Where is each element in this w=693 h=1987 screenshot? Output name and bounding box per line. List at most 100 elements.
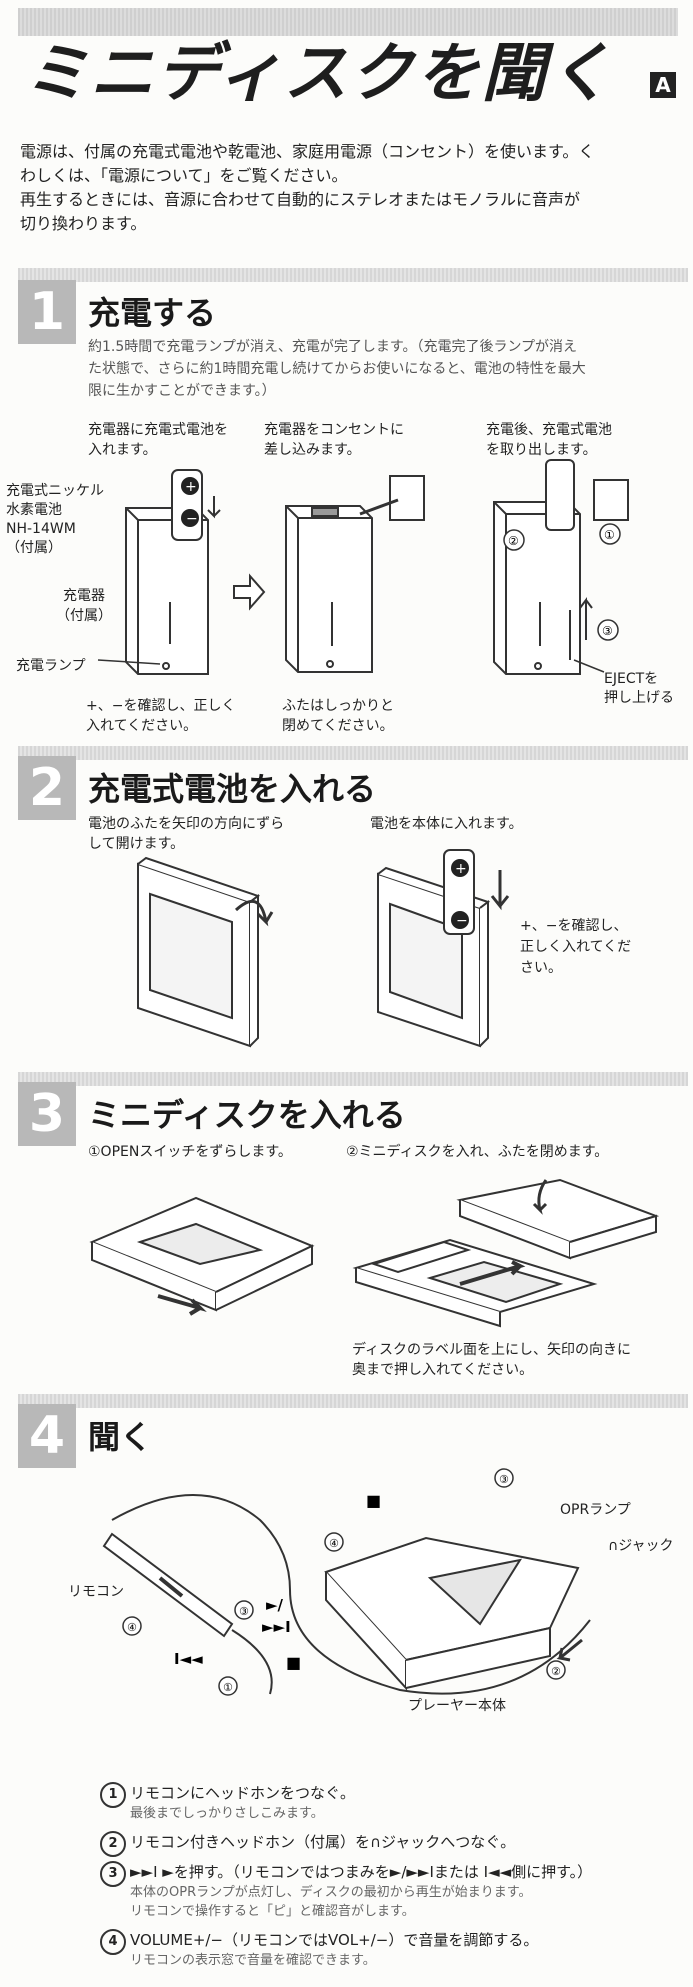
plug-arrow-icon xyxy=(359,498,399,516)
note-line: 入れてください。 xyxy=(86,718,198,734)
instruction-main: VOLUME+/−（リモコンではVOL+/−）で音量を調節する。 xyxy=(130,1931,539,1949)
step-number-icon: 3 xyxy=(100,1861,126,1887)
svg-text:−: − xyxy=(456,913,468,929)
step4-title: 聞く xyxy=(88,1418,153,1456)
instruction-sub: 本体のOPRランプが点灯し、ディスクの最初から再生が始まります。 xyxy=(130,1885,532,1900)
callout-4-icon: ④ xyxy=(324,1532,344,1552)
header-bar xyxy=(18,8,678,36)
callout-3-icon: ③ xyxy=(494,1468,514,1488)
note-line: 奥まで押し入れてください。 xyxy=(352,1362,534,1378)
charge-lamp-label: 充電ランプ xyxy=(16,658,86,674)
svg-text:③: ③ xyxy=(602,624,613,638)
battery-minus-icon: − xyxy=(451,911,469,929)
step-number-icon: 2 xyxy=(100,1831,126,1857)
note-line: 正しく入れてくだ xyxy=(520,939,632,955)
next-arrow-icon xyxy=(233,573,266,611)
step2-caption-a: 電池のふたを矢印の方向にずら して開けます。 xyxy=(88,814,284,854)
step2-note: +、−を確認し、 正しく入れてくだ さい。 xyxy=(520,916,631,979)
slide-arrow-icon xyxy=(234,899,274,927)
step4-number: 4 xyxy=(18,1404,76,1468)
svg-text:①: ① xyxy=(604,528,615,542)
instruction-sub: リモコンで操作すると「ピ」と確認音がします。 xyxy=(130,1904,415,1919)
step1-caption-a: 充電器に充電式電池を 入れます。 xyxy=(88,420,228,460)
step4-illustration: ③ ④ ③ ④ ① ② ■ ■ ►/ ►►I I◄◄ xyxy=(102,1468,591,1696)
caption-line: 入れます。 xyxy=(88,442,157,458)
note-line: +、−を確認し、 xyxy=(520,918,628,934)
label-line: EJECTを xyxy=(604,671,659,687)
step1-title: 充電する xyxy=(88,294,217,332)
note-line: さい。 xyxy=(520,960,562,976)
caption-line: して開けます。 xyxy=(88,836,185,852)
arrow-icon xyxy=(207,496,221,519)
headphone-jack-label: ∩ジャック xyxy=(608,1538,674,1554)
player-insert-illustration xyxy=(352,1178,660,1328)
charger-outlet-illustration xyxy=(285,475,425,673)
intro-line: 切り換わります。 xyxy=(20,214,147,233)
step2-caption-b: 電池を本体に入れます。 xyxy=(370,816,523,832)
step3-note: ディスクのラベル面を上にし、矢印の向きに 奥まで押し入れてください。 xyxy=(352,1340,631,1380)
battery-plus-icon: + xyxy=(181,477,199,495)
label-line: NH-14WM xyxy=(6,521,76,537)
player-body-label: プレーヤー本体 xyxy=(408,1698,506,1714)
instruction-list: 1 リモコンにヘッドホンをつなぐ。 最後までしっかりさしこみます。 2 リモコン… xyxy=(100,1782,660,1978)
battery-label: 充電式ニッケル 水素電池 NH-14WM （付属） xyxy=(6,482,104,558)
label-line: （付属） xyxy=(56,608,112,624)
note-line: +、−を確認し、正しく xyxy=(86,698,236,714)
remote-illustration xyxy=(102,1532,234,1638)
intro-line: わしくは、「電源について」をご覧ください。 xyxy=(20,166,348,185)
callout-3-icon: ③ xyxy=(597,619,619,641)
step1-desc-line: た状態で、さらに約1時間充電し続けてからお使いになると、電池の特性を最大 xyxy=(88,361,586,377)
play-pause-symbol-icon: ►/ xyxy=(266,1596,284,1614)
step1-caption-b: 充電器をコンセントに 差し込みます。 xyxy=(264,420,404,460)
callout-1-icon: ① xyxy=(599,523,621,545)
step3-caption-a: ①OPENスイッチをずらします。 xyxy=(88,1144,292,1160)
svg-text:④: ④ xyxy=(329,1537,339,1550)
eject-arrow-icon xyxy=(579,597,593,640)
step2-number: 2 xyxy=(18,756,76,820)
battery-plus-icon: + xyxy=(451,859,469,877)
page-title: ミニディスクを聞く xyxy=(24,37,614,111)
caption-line: 差し込みます。 xyxy=(264,442,361,458)
step1-note-a: +、−を確認し、正しく 入れてください。 xyxy=(86,696,235,736)
stop-symbol-icon: ■ xyxy=(366,1491,381,1510)
label-line: 水素電池 xyxy=(6,502,62,518)
fast-forward-symbol-icon: ►►I xyxy=(262,1618,291,1636)
step4-bar xyxy=(18,1394,688,1408)
headphone-cord xyxy=(111,1494,591,1695)
insert-arrow-icon xyxy=(490,870,510,911)
label-line: 充電式ニッケル xyxy=(6,483,104,499)
step2-title: 充電式電池を入れる xyxy=(88,770,377,808)
player-plug-arrow-icon xyxy=(556,1638,583,1662)
step1-note-b: ふたはしっかりと 閉めてください。 xyxy=(282,696,394,736)
step3-title: ミニディスクを入れる xyxy=(88,1096,406,1134)
step1-bar xyxy=(18,268,688,282)
caption-line: を取り出します。 xyxy=(486,442,597,458)
caption-line: 充電器をコンセントに xyxy=(264,422,404,438)
callout-4-icon: ④ xyxy=(122,1616,142,1636)
svg-text:③: ③ xyxy=(499,1473,509,1486)
svg-text:+: + xyxy=(455,861,467,877)
callout-3-icon: ③ xyxy=(234,1600,254,1620)
svg-text:④: ④ xyxy=(127,1621,137,1634)
battery-minus-icon: − xyxy=(181,509,199,527)
step1-number: 1 xyxy=(18,280,76,344)
remote-label: リモコン xyxy=(68,1584,124,1600)
step1-desc-line: 限に生かすことができます。） xyxy=(88,383,276,399)
opr-lamp-label: OPRランプ xyxy=(560,1502,631,1518)
step3-bar xyxy=(18,1072,688,1086)
step3-number: 3 xyxy=(18,1082,76,1146)
eject-label: EJECTを 押し上げる xyxy=(604,670,674,708)
caption-line: 充電器に充電式電池を xyxy=(88,422,228,438)
instruction-item: 2 リモコン付きヘッドホン（付属）を∩ジャックへつなぐ。 xyxy=(100,1831,660,1857)
instruction-main: ►►I ►を押す。（リモコンではつまみを►/►►Iまたは I◄◄側に押す。） xyxy=(130,1863,593,1881)
callout-2-icon: ② xyxy=(546,1660,566,1680)
svg-text:−: − xyxy=(186,511,198,527)
intro-text: 電源は、付属の充電式電池や乾電池、家庭用電源（コンセント）を使います。く わしく… xyxy=(20,140,680,236)
rewind-symbol-icon: I◄◄ xyxy=(174,1650,203,1668)
remote-plug-cord xyxy=(231,1629,273,1695)
player-illustration xyxy=(324,1536,580,1691)
intro-line: 電源は、付属の充電式電池や乾電池、家庭用電源（コンセント）を使います。く xyxy=(20,142,595,161)
step1-caption-c: 充電後、充電式電池 を取り出します。 xyxy=(486,420,612,460)
label-line: （付属） xyxy=(6,540,62,556)
step-number-icon: 1 xyxy=(100,1782,126,1808)
